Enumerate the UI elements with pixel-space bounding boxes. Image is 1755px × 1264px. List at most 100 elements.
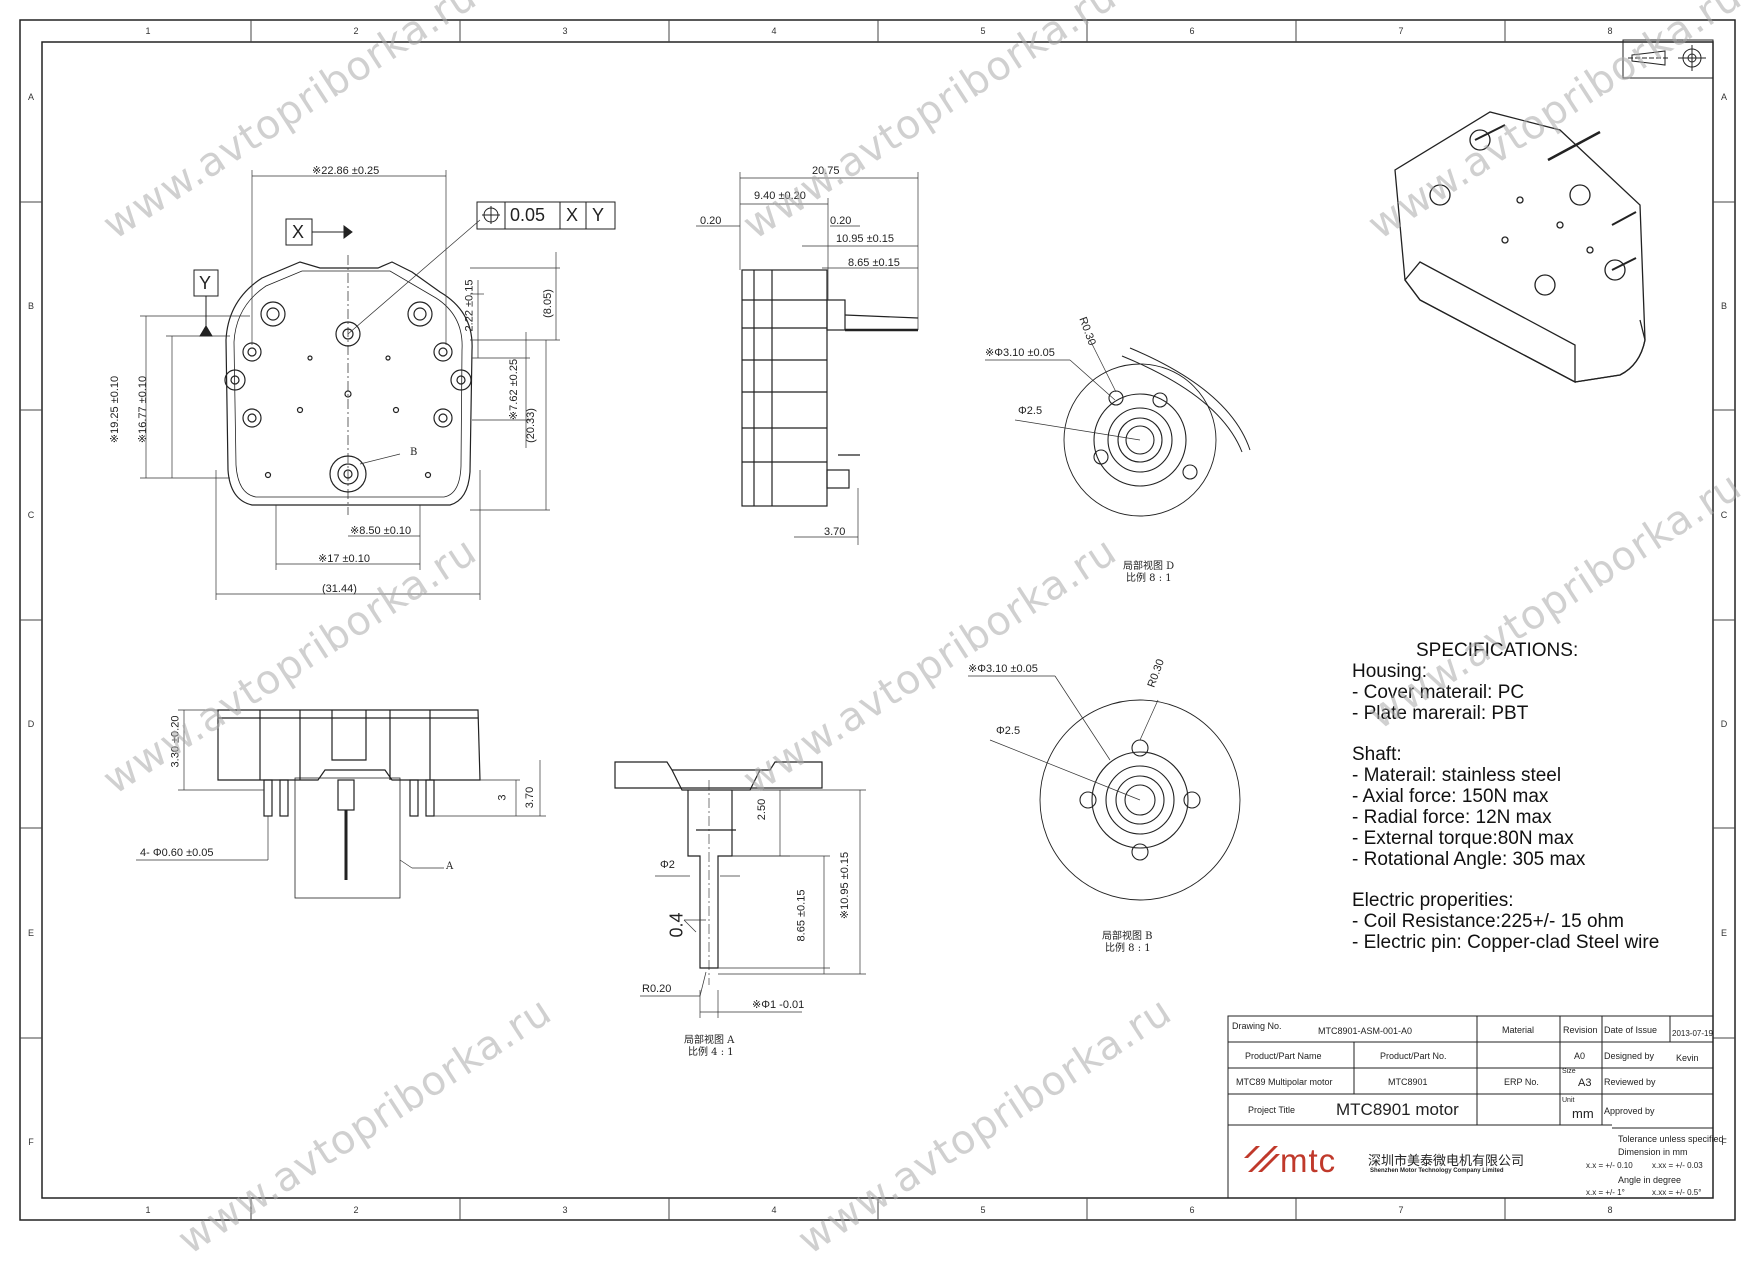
isometric-view bbox=[1394, 111, 1646, 384]
detail-a-caption-2: 比例 4 : 1 bbox=[688, 1047, 734, 1058]
tb-designed-value: Kevin bbox=[1676, 1053, 1699, 1063]
side-view-dims bbox=[696, 172, 919, 545]
tb-tol-deg: Angle in degree bbox=[1618, 1175, 1682, 1185]
tb-designed-label: Designed by bbox=[1604, 1051, 1655, 1061]
zone-col-3-bottom: 3 bbox=[562, 1205, 567, 1215]
tb-material-label: Material bbox=[1502, 1025, 1535, 1035]
dim-9-40: 9.40 ±0.20 bbox=[754, 190, 806, 202]
zone-row-a-left: A bbox=[28, 92, 34, 102]
dim-r0-20: R0.20 bbox=[642, 983, 672, 995]
detail-a-caption-1: 局部视图 A bbox=[684, 1035, 735, 1046]
tb-product-no: MTC8901 bbox=[1388, 1077, 1428, 1087]
detail-d-dim-2-5: Φ2.5 bbox=[1018, 405, 1043, 417]
dim-2-22: 2.22 ±0.15 bbox=[463, 279, 476, 332]
spec-line: - Rotational Angle: 305 max bbox=[1352, 849, 1586, 870]
tb-drawing-no-label: Drawing No. bbox=[1232, 1021, 1282, 1031]
tb-company-en: Shenzhen Motor Technology Company Limite… bbox=[1370, 1168, 1504, 1174]
tb-product-name: MTC89 Multipolar motor bbox=[1236, 1077, 1333, 1087]
tb-tol-x: x.x = +/- 0.10 bbox=[1586, 1161, 1633, 1170]
tb-tol-dxx: x.xx = +/- 0.5° bbox=[1652, 1188, 1702, 1197]
detail-b-leaders bbox=[968, 675, 1159, 801]
spec-line: - Materail: stainless steel bbox=[1352, 765, 1562, 786]
dim-0-20-left: 0.20 bbox=[700, 215, 722, 227]
zone-col-5-top: 5 bbox=[980, 26, 985, 36]
dim-8-65: 8.65 ±0.15 bbox=[848, 257, 900, 269]
tb-date-label: Date of Issue bbox=[1604, 1025, 1658, 1035]
zone-col-3-top: 3 bbox=[562, 26, 567, 36]
tb-project-title: MTC8901 motor bbox=[1336, 1100, 1459, 1119]
zone-col-2-bottom: 2 bbox=[353, 1205, 358, 1215]
tb-product-name-label: Product/Part Name bbox=[1245, 1051, 1322, 1061]
detail-d-view bbox=[1063, 347, 1251, 517]
detail-b-callout: B bbox=[410, 447, 418, 458]
zone-col-6-bottom: 6 bbox=[1189, 1205, 1194, 1215]
zone-row-c-right: C bbox=[1721, 510, 1728, 520]
zone-row-e-left: E bbox=[28, 928, 34, 938]
dim-0-20-right: 0.20 bbox=[830, 215, 852, 227]
tb-project-title-label: Project Title bbox=[1248, 1105, 1296, 1115]
outer-border bbox=[19, 19, 1736, 1221]
detail-d-caption-1: 局部视图 D bbox=[1123, 561, 1175, 572]
spec-line: - External torque:80N max bbox=[1352, 828, 1574, 849]
spec-title: SPECIFICATIONS: bbox=[1416, 640, 1579, 661]
dim-31-44: (31.44) bbox=[322, 583, 357, 595]
tb-revision-value: A0 bbox=[1574, 1051, 1586, 1061]
spec-line: - Cover materail: PC bbox=[1352, 682, 1525, 703]
zone-row-d-right: D bbox=[1721, 719, 1728, 729]
dim-dia-2: Φ2 bbox=[660, 859, 675, 871]
spec-line: - Electric pin: Copper-clad Steel wire bbox=[1352, 932, 1660, 953]
dim-20-75: 20.75 bbox=[812, 165, 840, 177]
zone-col-4-bottom: 4 bbox=[771, 1205, 776, 1215]
projection-symbol bbox=[1622, 39, 1714, 79]
spec-line: - Radial force: 12N max bbox=[1352, 807, 1552, 828]
company-logo-text: mtc bbox=[1280, 1142, 1337, 1179]
zone-row-f-left: F bbox=[28, 1137, 34, 1147]
dim-3: 3 bbox=[496, 794, 509, 801]
tb-approved-label: Approved by bbox=[1604, 1106, 1655, 1116]
dim-8-05: (8.05) bbox=[541, 289, 554, 318]
front-view-outline bbox=[225, 261, 473, 506]
tb-product-no-label: Product/Part No. bbox=[1380, 1051, 1447, 1061]
zone-row-c-left: C bbox=[28, 510, 35, 520]
datum-x-label: X bbox=[292, 222, 305, 242]
spec-line: Housing: bbox=[1352, 661, 1427, 682]
zone-row-f-right: F bbox=[1721, 1137, 1727, 1147]
detail-a-view bbox=[614, 761, 823, 985]
dim-3-70-bottom: 3.70 bbox=[524, 786, 537, 809]
dim-10-95-a: ※10.95 ±0.15 bbox=[839, 851, 852, 920]
datum-y-label: Y bbox=[199, 273, 212, 293]
dim-width-22-86: ※22.86 ±0.25 bbox=[312, 165, 380, 177]
front-view-dims bbox=[140, 170, 560, 600]
detail-a-dims bbox=[640, 789, 866, 1018]
zone-col-1-bottom: 1 bbox=[145, 1205, 150, 1215]
dim-7-62: ※7.62 ±0.25 bbox=[508, 358, 521, 421]
zone-col-8-top: 8 bbox=[1607, 26, 1612, 36]
zone-col-4-top: 4 bbox=[771, 26, 776, 36]
detail-a-callout: A bbox=[446, 861, 454, 872]
dim-17: ※17 ±0.10 bbox=[318, 553, 370, 565]
detail-b-dim-3-10: ※Φ3.10 ±0.05 bbox=[968, 663, 1038, 675]
side-view bbox=[741, 269, 919, 507]
zone-labels: 1 2 3 4 5 6 7 8 1 2 3 4 5 6 7 8 A B C D … bbox=[28, 26, 1728, 1215]
zone-col-7-bottom: 7 bbox=[1398, 1205, 1403, 1215]
tb-revision-label: Revision bbox=[1563, 1025, 1598, 1035]
zone-ticks bbox=[20, 20, 1735, 1220]
dim-8-65-a: 8.65 ±0.15 bbox=[795, 889, 808, 942]
dim-3-70: 3.70 bbox=[824, 526, 846, 538]
zone-col-2-top: 2 bbox=[353, 26, 358, 36]
spec-line: - Plate marerail: PBT bbox=[1352, 703, 1529, 724]
tb-date: 2013-07-19 bbox=[1672, 1029, 1713, 1038]
detail-b-view bbox=[1039, 699, 1241, 901]
bottom-view bbox=[217, 709, 481, 899]
tb-erp-label: ERP No. bbox=[1504, 1077, 1539, 1087]
dim-0-4: 0.4 bbox=[666, 912, 687, 938]
spec-line: - Axial force: 150N max bbox=[1352, 786, 1549, 807]
inner-border bbox=[41, 41, 1714, 1199]
tolerance-value: 0.05 bbox=[510, 205, 546, 225]
tb-reviewed-label: Reviewed by bbox=[1604, 1077, 1656, 1087]
tb-company-cn: 深圳市美泰微电机有限公司 bbox=[1368, 1154, 1525, 1169]
tolerance-ref-x: X bbox=[566, 205, 579, 225]
tb-tol-dx: x.x = +/- 1° bbox=[1586, 1188, 1625, 1197]
dim-height-19-25: ※19.25 ±0.10 bbox=[109, 375, 122, 444]
